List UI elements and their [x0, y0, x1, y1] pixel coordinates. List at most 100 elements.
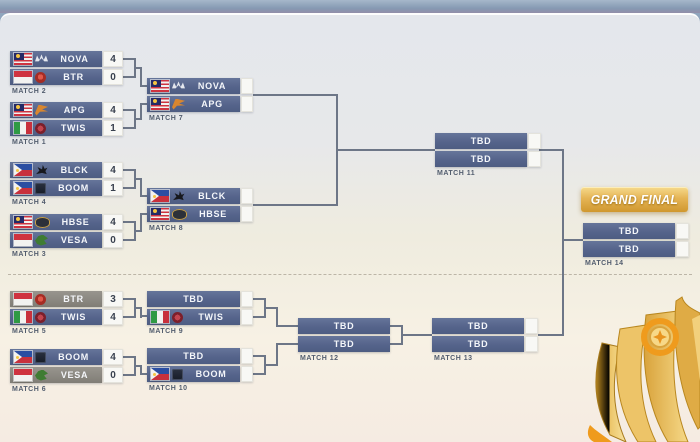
- flag-philippines-icon: [14, 182, 32, 194]
- bracket-line: [140, 85, 149, 87]
- team-bar: TWIS: [147, 309, 240, 325]
- score-box: [241, 348, 253, 364]
- team-bar: TBD: [583, 223, 675, 239]
- flag-italy-icon: [14, 311, 32, 323]
- bracket-line: [123, 187, 134, 189]
- score-box: [676, 241, 689, 257]
- team-name: BOOM: [195, 369, 227, 379]
- team-name: BTR: [63, 294, 84, 304]
- flag-indonesia-icon: [14, 293, 32, 305]
- team-bar: TBD: [298, 336, 390, 352]
- team-name: APG: [63, 105, 86, 115]
- team-bar: BTR: [10, 291, 102, 307]
- bracket-line: [264, 307, 278, 309]
- logo-apg-icon: [172, 98, 185, 110]
- match-label: MATCH 5: [12, 328, 47, 335]
- bracket-line: [134, 118, 142, 120]
- team-bar: TWIS: [10, 120, 102, 136]
- top-band: [0, 0, 700, 13]
- bracket-line: [140, 195, 149, 197]
- team-bar: HBSE: [147, 206, 240, 222]
- team-name: NOVA: [197, 81, 227, 91]
- bracket-line: [140, 365, 142, 375]
- team-bar: TBD: [435, 133, 527, 149]
- team-name: TBD: [470, 154, 492, 164]
- flag-malaysia-icon: [151, 208, 169, 220]
- match-label: MATCH 13: [434, 355, 473, 362]
- bracket-line: [123, 239, 134, 241]
- team-bar: TBD: [298, 318, 390, 334]
- logo-hbse-icon: [172, 208, 187, 220]
- team-name: TWIS: [60, 312, 87, 322]
- grand-final-banner: GRAND FINAL: [581, 187, 688, 212]
- bracket-line: [253, 94, 338, 96]
- team-name: TWIS: [198, 312, 224, 322]
- score-box: 4: [103, 349, 123, 365]
- team-bar: TBD: [435, 151, 527, 167]
- score-box: 1: [103, 120, 123, 136]
- bracket-line: [140, 103, 149, 105]
- score-box: 1: [103, 180, 123, 196]
- match-label: MATCH 3: [12, 251, 47, 258]
- logo-boom-icon: [172, 368, 183, 380]
- match-14: TBD TBD MATCH 14: [583, 223, 689, 267]
- team-name: APG: [201, 99, 223, 109]
- match-6: BOOM 4 VESA 0 MATCH 6: [10, 349, 123, 393]
- team-bar: TBD: [147, 348, 240, 364]
- score-box: [241, 291, 253, 307]
- bracket-line: [140, 373, 149, 375]
- bracket-line: [134, 365, 142, 367]
- logo-hbse-icon: [35, 216, 50, 228]
- team-name: TWIS: [60, 123, 87, 133]
- team-name: TBD: [467, 339, 489, 349]
- bracket-line: [134, 230, 142, 232]
- flag-italy-icon: [151, 311, 169, 323]
- match-1: APG 4 TWIS 1 MATCH 1: [10, 102, 123, 146]
- logo-twis-icon: [35, 311, 46, 323]
- team-bar: NOVA: [147, 78, 240, 94]
- bracket-line: [123, 374, 134, 376]
- score-box: 0: [103, 69, 123, 85]
- team-name: BLCK: [60, 165, 89, 175]
- match-4: BLCK 4 BOOM 1 MATCH 4: [10, 162, 123, 206]
- team-bar: TBD: [147, 291, 240, 307]
- score-box: 0: [103, 232, 123, 248]
- bracket-line: [140, 103, 142, 120]
- logo-nova-icon: [172, 81, 185, 89]
- team-name: HBSE: [61, 217, 90, 227]
- match-label: MATCH 6: [12, 386, 47, 393]
- score-box: [525, 318, 538, 334]
- match-label: MATCH 11: [437, 170, 476, 177]
- match-label: MATCH 4: [12, 199, 47, 206]
- match-label: MATCH 12: [300, 355, 339, 362]
- bracket-line: [134, 307, 142, 309]
- bracket-line: [390, 343, 403, 345]
- team-bar: TBD: [432, 336, 524, 352]
- bracket-divider-dashed-line: [8, 274, 692, 275]
- trophy-graphic: [587, 296, 700, 442]
- bracket-line: [253, 355, 264, 357]
- bracket-line: [140, 178, 142, 197]
- flag-philippines-icon: [14, 351, 32, 363]
- team-name: BOOM: [58, 183, 89, 193]
- bracket-line: [276, 307, 278, 327]
- bracket-line: [276, 343, 278, 366]
- team-name: TBD: [618, 244, 640, 254]
- bracket-line: [134, 67, 142, 69]
- score-box: [676, 223, 689, 239]
- flag-malaysia-icon: [14, 53, 32, 65]
- score-box: [525, 336, 538, 352]
- bracket-line: [538, 334, 564, 336]
- match-label: MATCH 9: [149, 328, 184, 335]
- match-2: NOVA 4 BTR 0 MATCH 2: [10, 51, 123, 95]
- team-name: TBD: [467, 321, 489, 331]
- team-bar: TBD: [583, 241, 675, 257]
- team-bar: BOOM: [147, 366, 240, 382]
- flag-philippines-icon: [151, 190, 169, 202]
- match-label: MATCH 2: [12, 88, 47, 95]
- logo-nova-icon: [35, 54, 48, 62]
- team-bar: BLCK: [147, 188, 240, 204]
- logo-vesa-icon: [35, 369, 48, 381]
- match-8: BLCK HBSE MATCH 8: [147, 188, 253, 232]
